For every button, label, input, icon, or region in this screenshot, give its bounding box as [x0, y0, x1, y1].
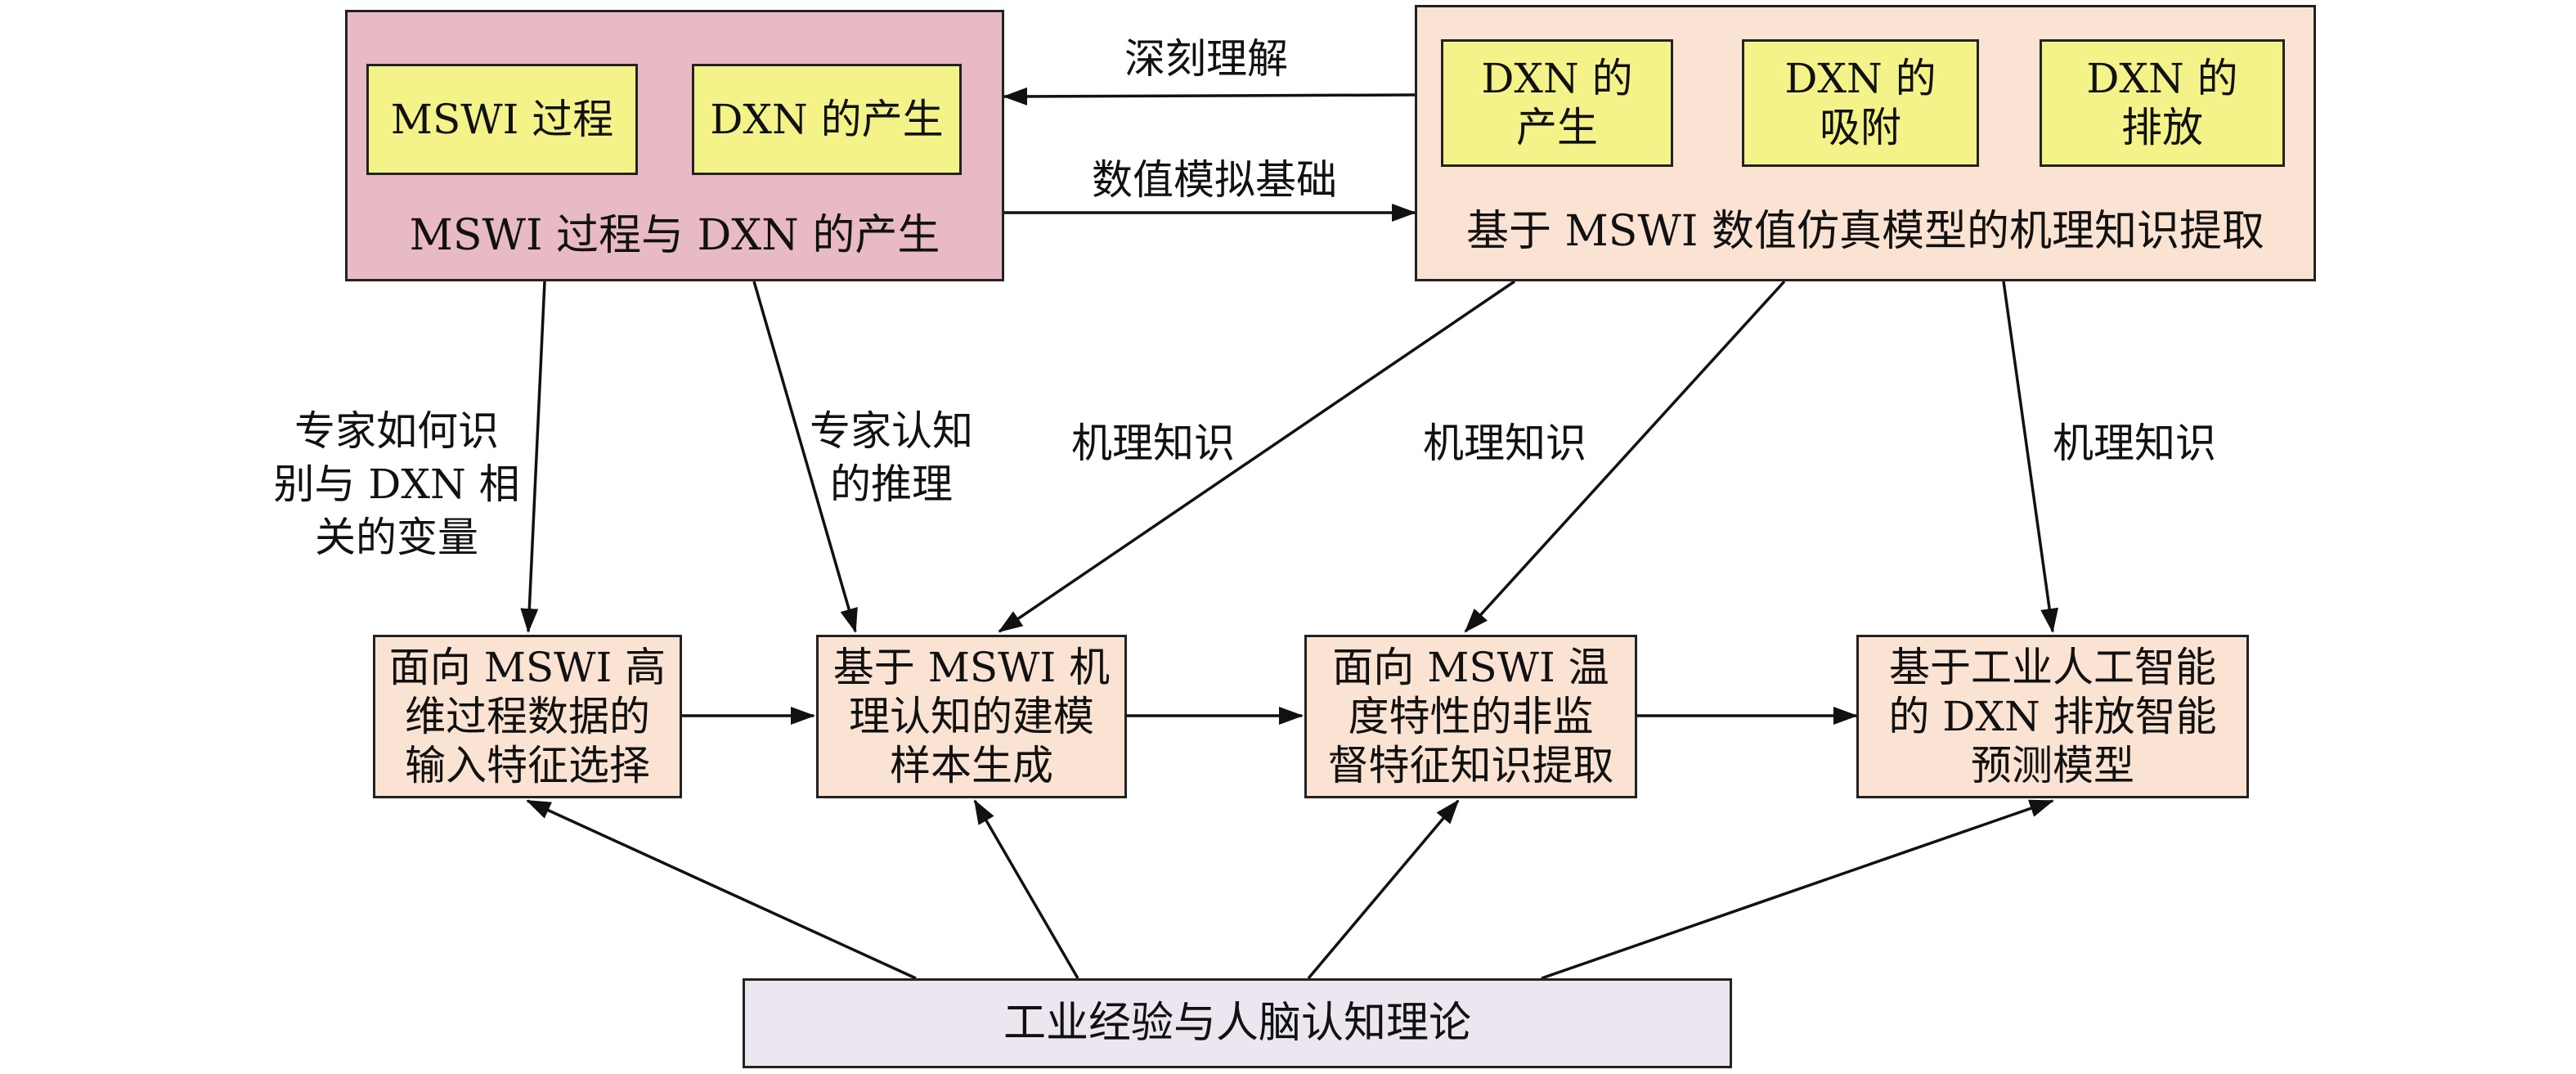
node-dxn-prediction-model: 基于工业人工智能 的 DXN 排放智能 预测模型: [1856, 635, 2249, 798]
node-dxn-emit: DXN 的 排放: [2040, 39, 2285, 167]
arrow-bottom-to-node3: [1307, 799, 1460, 980]
caption-top-left: MSWI 过程与 DXN 的产生: [409, 211, 940, 260]
node-dxn-generate: DXN 的 产生: [1441, 39, 1673, 167]
node-dxn-generation: DXN 的产生: [692, 64, 962, 175]
label-numerical-basis: 数值模拟基础: [1092, 156, 1337, 204]
arrow-mechanism-3: [2002, 281, 2059, 633]
label-mechanism-3: 机理知识: [2053, 420, 2216, 467]
label-mechanism-1: 机理知识: [1071, 420, 1235, 467]
arrow-expert-identify: [520, 281, 546, 633]
caption-top-right: 基于 MSWI 数值仿真模型的机理知识提取: [1466, 207, 2264, 256]
label-mechanism-2: 机理知识: [1423, 420, 1586, 467]
arrow-bottom-to-node2: [973, 799, 1079, 979]
node-dxn-adsorb: DXN 的 吸附: [1742, 39, 1979, 167]
arrow-expert-reasoning: [752, 281, 858, 633]
arrow-mechanism-2: [1464, 280, 1786, 633]
box-industrial-experience-cognition: 工业经验与人脑认知理论: [743, 978, 1732, 1068]
arrow-bottom-to-node1: [526, 799, 917, 980]
label-expert-reasoning: 专家认知 的推理: [810, 407, 973, 508]
node-feature-selection: 面向 MSWI 高 维过程数据的 输入特征选择: [373, 635, 682, 798]
node-sample-generation: 基于 MSWI 机 理认知的建模 样本生成: [816, 635, 1127, 798]
arrow-mechanism-1: [998, 280, 1515, 633]
arrow-bottom-to-node4: [1541, 799, 2054, 980]
arrow-deep-understanding: [1003, 87, 1416, 106]
node-unsupervised-extraction: 面向 MSWI 温 度特性的非监 督特征知识提取: [1304, 635, 1637, 798]
node-mswi-process: MSWI 过程: [366, 64, 638, 175]
label-expert-identify: 专家如何识 别与 DXN 相 关的变量: [273, 407, 520, 561]
label-deep-understanding: 深刻理解: [1124, 35, 1288, 83]
